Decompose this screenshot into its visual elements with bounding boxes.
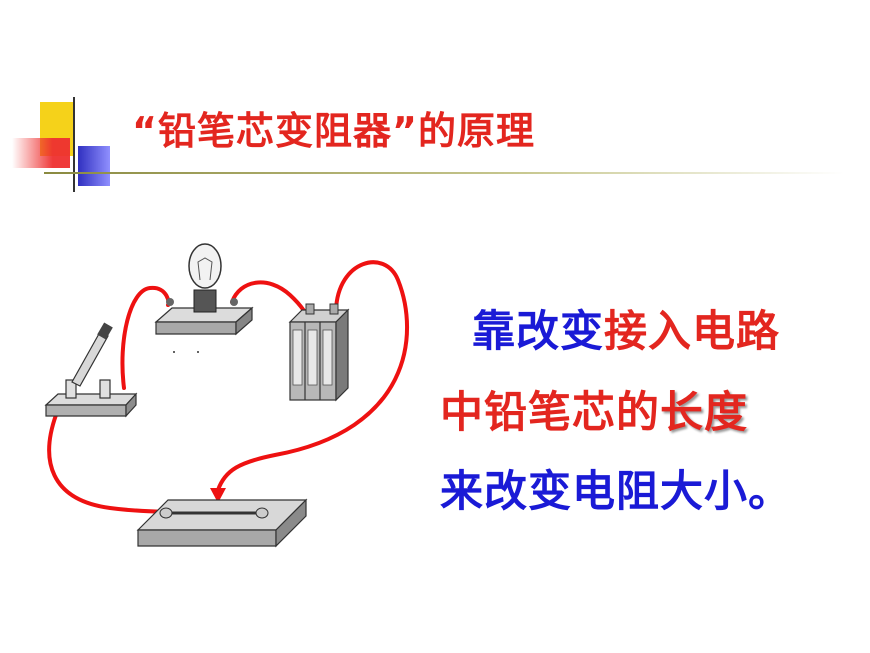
battery-icon [288,303,350,402]
wire-switch-to-rheostat [47,413,172,514]
body-line-1-part-1: 靠改变 [472,307,604,357]
body-line-2-part-1: 中铅笔芯的 [440,388,660,438]
title-underline [44,172,844,174]
body-line-1: 靠改变接入电路 [472,297,780,359]
wire-battery-to-rheostat [216,260,409,492]
circuit-diagram [44,243,409,548]
wire-switch-to-bulb [120,285,171,390]
body-line-1-part-2: 接入电路 [604,307,780,357]
corner-blue-block [78,146,110,186]
body-line-3: 来改变电阻大小。 [440,457,792,519]
corner-vertical-line [73,97,75,192]
body-line-2-part-2: 长度 [660,388,748,438]
lightbulb-icon [154,243,254,353]
corner-red-block [12,138,70,168]
switch-icon [44,322,138,418]
page-title: “铅笔芯变阻器”的原理 [132,109,535,153]
arrow-head-icon [210,488,226,503]
body-line-2: 中铅笔芯的长度 [440,378,748,440]
pencil-lead-rheostat-icon [136,498,308,548]
body-line-3-part-1: 来改变电阻大小。 [440,467,792,517]
